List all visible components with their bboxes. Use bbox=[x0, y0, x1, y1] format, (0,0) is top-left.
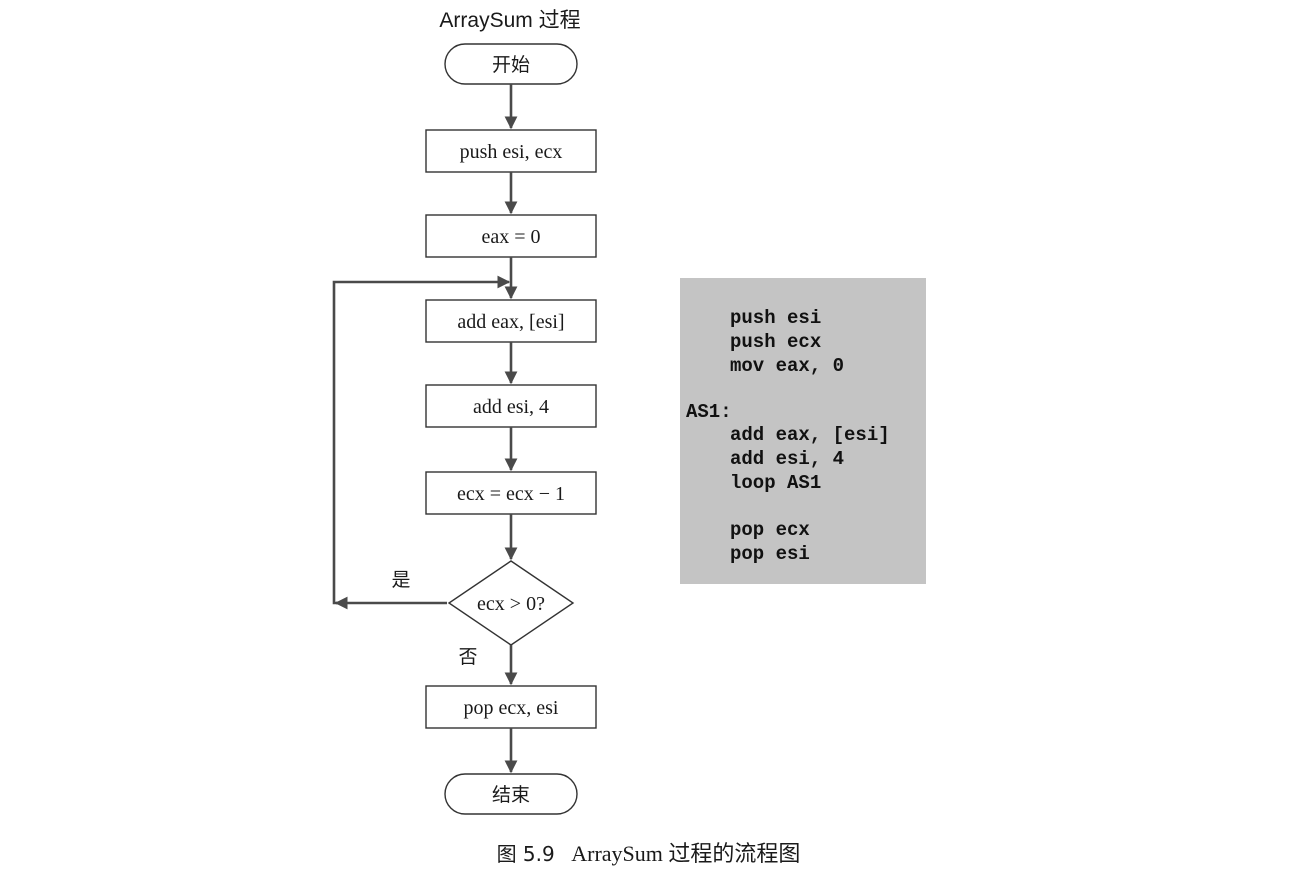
code-line: push esi bbox=[730, 307, 822, 329]
figure-caption: 图 5.9 ArraySum 过程的流程图 bbox=[0, 836, 1297, 868]
code-line: mov eax, 0 bbox=[730, 355, 845, 377]
code-listing-panel: push esi push ecx mov eax, 0 AS1: add ea… bbox=[680, 278, 926, 584]
code-line: pop esi bbox=[730, 543, 810, 565]
arrow-loop-back bbox=[332, 275, 511, 605]
figure-caption-text: ArraySum 过程的流程图 bbox=[571, 841, 801, 866]
decision-yes-label: 是 bbox=[391, 569, 410, 591]
code-line: pop ecx bbox=[730, 519, 810, 541]
process-box-decrement bbox=[425, 471, 597, 515]
process-label-push: push esi, ecx bbox=[460, 141, 563, 163]
code-line: add esi, 4 bbox=[730, 448, 845, 470]
process-box-add-eax bbox=[425, 299, 597, 343]
code-line: add eax, [esi] bbox=[730, 424, 890, 446]
decision-label: ecx > 0? bbox=[477, 593, 545, 615]
process-label-pop: pop ecx, esi bbox=[464, 697, 559, 719]
process-label-add-esi: add esi, 4 bbox=[473, 396, 549, 418]
code-label: AS1: bbox=[686, 401, 732, 423]
start-label: 开始 bbox=[492, 54, 530, 76]
process-box-push bbox=[425, 129, 597, 173]
end-label: 结束 bbox=[492, 784, 530, 806]
decision-no-label: 否 bbox=[458, 646, 477, 668]
end-terminator bbox=[444, 773, 578, 815]
process-label-eax-zero: eax = 0 bbox=[481, 226, 540, 248]
code-line: push ecx bbox=[730, 331, 822, 353]
process-box-pop bbox=[425, 685, 597, 729]
flowchart-title: ArraySum 过程 bbox=[439, 9, 580, 32]
process-label-add-eax: add eax, [esi] bbox=[457, 311, 564, 333]
figure-number: 图 5.9 bbox=[496, 842, 555, 866]
code-line: loop AS1 bbox=[730, 472, 822, 494]
process-label-decrement: ecx = ecx − 1 bbox=[457, 483, 565, 505]
